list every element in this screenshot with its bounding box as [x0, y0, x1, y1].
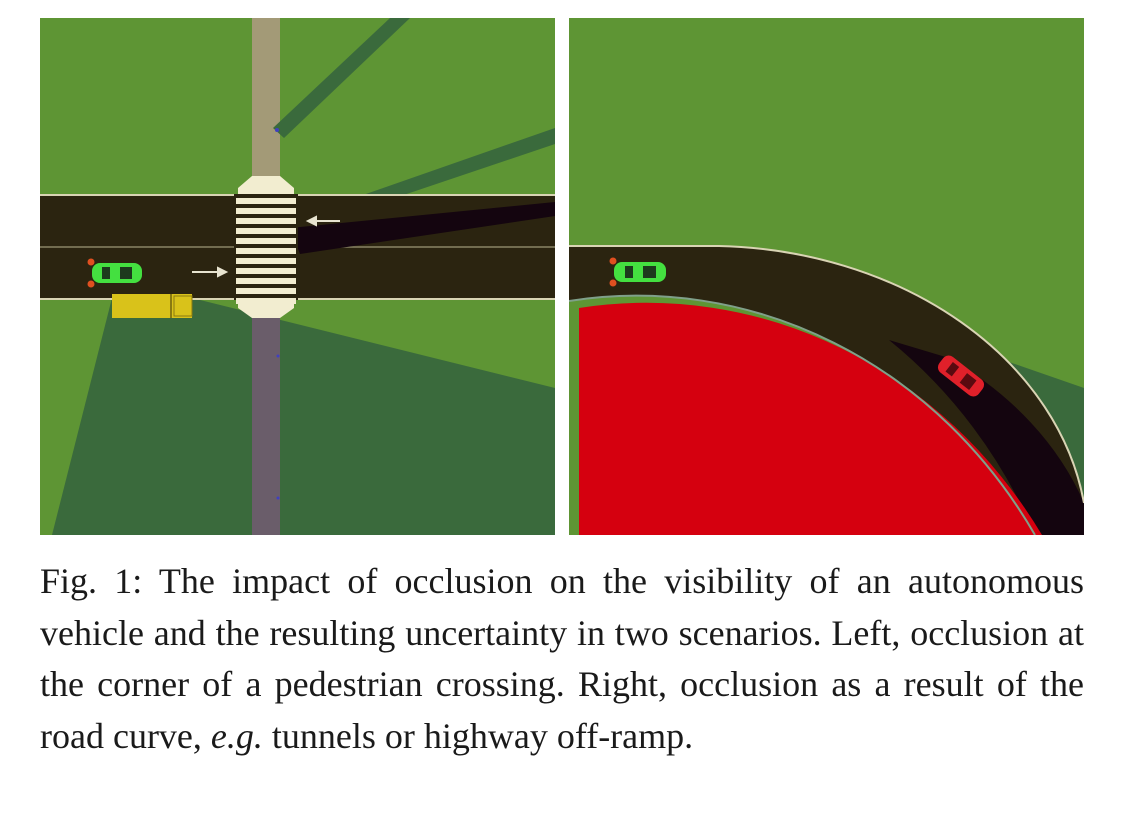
ego-vehicle: [609, 257, 666, 287]
crosswalk-stripe: [236, 198, 296, 204]
crosswalk-stripe: [236, 248, 296, 254]
caption-tail: tunnels or highway off-ramp.: [271, 715, 694, 756]
road-curve-scene: [569, 18, 1084, 535]
crosswalk-cap-south: [238, 302, 294, 318]
caption-eg: e.g.: [210, 715, 263, 756]
pedestrian-marker: [276, 496, 280, 500]
direction-arrow-left: [305, 215, 340, 227]
direction-arrow-right: [192, 266, 229, 278]
crosswalk-stripe: [236, 278, 296, 284]
crosswalk-stripe: [236, 228, 296, 234]
road-edge-outer: [569, 245, 1084, 504]
road-edge-inner: [569, 294, 1036, 535]
caption-label: Fig. 1:: [40, 561, 143, 601]
occluded-road-section: [889, 340, 1084, 535]
sidewalk-north: [252, 18, 280, 194]
sensor-marker: [609, 257, 617, 265]
sidewalk-south: [252, 318, 280, 535]
ego-vehicle: [87, 258, 142, 288]
crosswalk-stripe: [236, 288, 296, 294]
sensor-marker: [87, 258, 95, 266]
crosswalk-stripe: [236, 298, 296, 304]
right-scenario-panel: [569, 18, 1084, 535]
hidden-vehicle: [937, 355, 985, 397]
left-scenario-panel: [40, 18, 555, 535]
pedestrian-marker: [275, 128, 279, 132]
upper-occlusion-ray-2: [340, 128, 555, 213]
crosswalk-stripe: [236, 258, 296, 264]
red-occluder: [579, 302, 1042, 535]
figure-caption: Fig. 1: The impact of occlusion on the v…: [40, 556, 1084, 762]
road-occlusion-ray: [290, 202, 555, 254]
sensor-marker: [609, 279, 617, 287]
truck-occlusion-shadow: [52, 298, 555, 535]
crosswalk-stripe: [236, 238, 296, 244]
crosswalk: [234, 194, 298, 304]
crosswalk-stripe: [236, 218, 296, 224]
upper-occlusion-ray-1: [273, 18, 410, 138]
occluding-truck: [112, 294, 193, 318]
pedestrian-marker: [276, 354, 280, 358]
caption-text: The impact of occlusion on the visibilit…: [40, 561, 1084, 756]
pedestrian-crossing-scene: [40, 18, 555, 535]
crosswalk-stripe: [236, 268, 296, 274]
sensor-marker: [87, 280, 95, 288]
crosswalk-cap-north: [238, 176, 294, 194]
crosswalk-stripe: [236, 208, 296, 214]
